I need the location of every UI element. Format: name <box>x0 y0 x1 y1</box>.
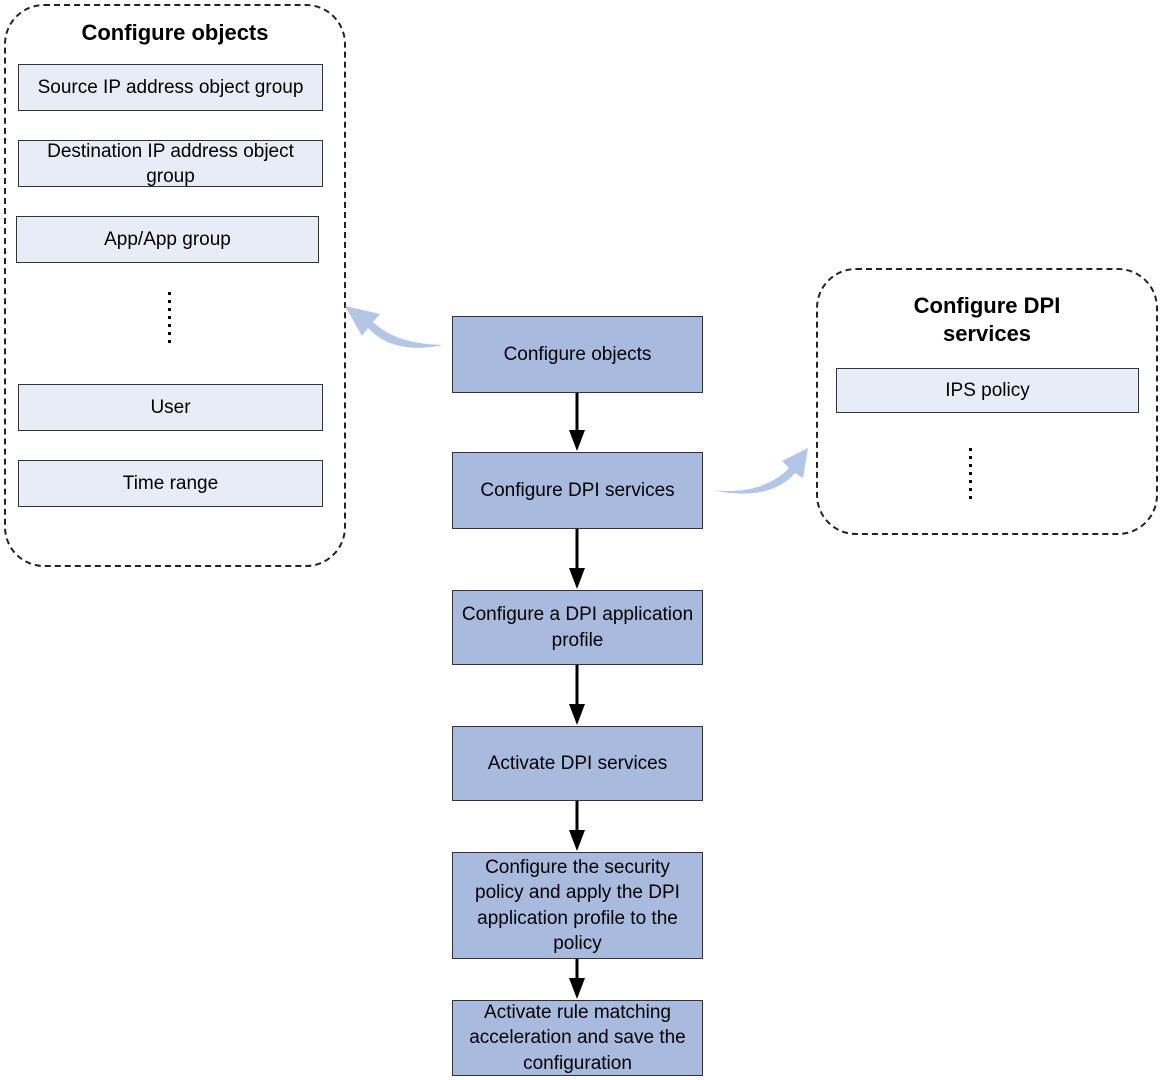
destination-ip-object-group-box: Destination IP address object group <box>18 140 323 187</box>
step-configure-objects: Configure objects <box>452 316 703 393</box>
arrowhead-step3-to-step4 <box>569 704 585 725</box>
ips-policy-box: IPS policy <box>836 368 1139 413</box>
left-ellipsis <box>168 292 172 348</box>
configure-dpi-services-group-title: Configure DPI services <box>913 293 1061 346</box>
user-box: User <box>18 384 323 431</box>
configure-objects-group: Configure objects <box>4 4 346 567</box>
arrowhead-step2-to-step3 <box>569 568 585 589</box>
curved-arrow-to-configure-objects <box>345 306 443 348</box>
app-group-box: App/App group <box>16 216 319 263</box>
step-configure-security-policy: Configure the security policy and apply … <box>452 852 703 959</box>
right-ellipsis <box>969 448 973 504</box>
step-activate-rule-matching: Activate rule matching acceleration and … <box>452 1000 703 1076</box>
configure-objects-group-title: Configure objects <box>81 20 269 45</box>
arrowhead-step4-to-step5 <box>569 830 585 851</box>
step-configure-dpi-application-profile: Configure a DPI application profile <box>452 590 703 665</box>
curved-arrow-to-dpi-services <box>713 448 808 494</box>
source-ip-object-group-box: Source IP address object group <box>18 64 323 111</box>
time-range-box: Time range <box>18 460 323 507</box>
flow-arrows <box>569 393 585 999</box>
configure-dpi-services-group: Configure DPI services <box>816 268 1158 535</box>
arrowhead-step1-to-step2 <box>569 430 585 451</box>
step-activate-dpi-services: Activate DPI services <box>452 726 703 801</box>
step-configure-dpi-services: Configure DPI services <box>452 452 703 529</box>
arrowhead-step5-to-step6 <box>569 978 585 999</box>
